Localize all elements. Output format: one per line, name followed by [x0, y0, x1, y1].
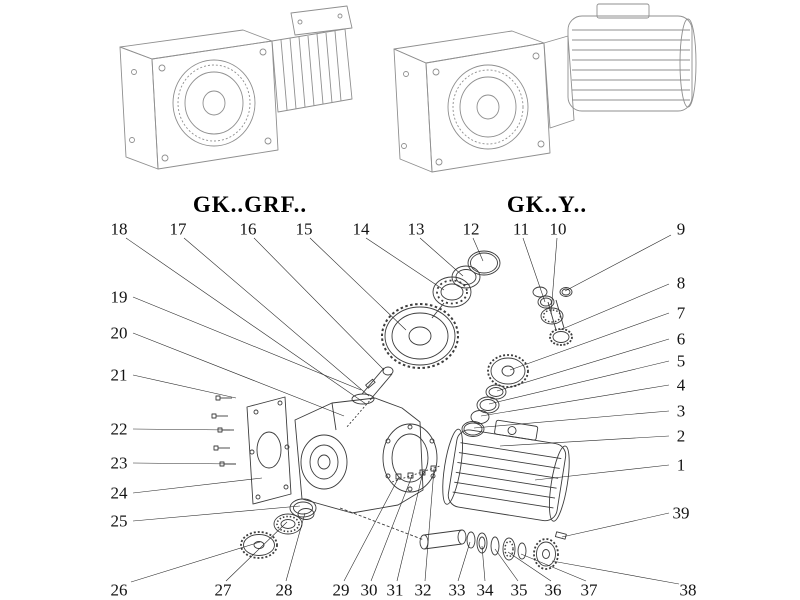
part-number-21: 21	[110, 365, 128, 385]
part-number-24: 24	[110, 483, 128, 503]
leader-line-9	[564, 234, 672, 292]
part-number-20: 20	[110, 323, 128, 343]
leader-line-3	[473, 410, 670, 429]
leader-line-24	[132, 477, 263, 494]
part-number-36: 36	[544, 580, 562, 600]
leader-line-5	[488, 360, 670, 405]
assembled-view-gkgrf	[119, 5, 353, 170]
part-number-28: 28	[275, 580, 293, 600]
part-number-9: 9	[676, 219, 686, 239]
leader-line-16	[253, 237, 385, 371]
pinion-stack	[532, 286, 573, 346]
part-number-38: 38	[679, 580, 697, 600]
leader-line-31	[396, 471, 424, 582]
assembled-view-gky	[393, 3, 697, 173]
leader-line-33	[457, 541, 471, 582]
motor-mount-parts	[391, 465, 441, 483]
leader-line-25	[132, 505, 301, 522]
part-number-4: 4	[676, 375, 686, 395]
leader-line-26	[130, 541, 261, 583]
part-number-13: 13	[407, 219, 425, 239]
leader-line-22	[132, 428, 231, 431]
leader-line-17	[183, 237, 370, 397]
leader-line-2	[499, 435, 670, 447]
part-number-7: 7	[676, 303, 686, 323]
part-number-35: 35	[510, 580, 528, 600]
leader-line-35	[494, 548, 519, 582]
part-number-14: 14	[352, 219, 370, 239]
part-number-22: 22	[110, 419, 128, 439]
part-number-16: 16	[239, 219, 257, 239]
leader-line-19	[132, 296, 362, 391]
output-shaft-assembly	[339, 507, 567, 570]
leader-line-34	[481, 545, 486, 582]
leader-line-27	[225, 521, 288, 582]
leader-line-8	[559, 283, 670, 331]
leader-line-28	[285, 512, 306, 582]
part-number-2: 2	[676, 426, 686, 446]
part-number-31: 31	[386, 580, 404, 600]
gear-housing	[294, 393, 438, 514]
flange-bolts	[211, 395, 236, 467]
part-number-10: 10	[549, 219, 567, 239]
part-number-5: 5	[676, 351, 686, 371]
leader-line-21	[132, 374, 237, 399]
part-number-23: 23	[110, 453, 128, 473]
part-number-34: 34	[476, 580, 494, 600]
leader-line-14	[365, 237, 445, 291]
model-label-gky: GK..Y..	[506, 192, 588, 217]
part-number-11: 11	[512, 219, 530, 239]
leader-line-32	[424, 468, 435, 582]
part-number-12: 12	[462, 219, 480, 239]
leader-line-39	[561, 512, 670, 538]
leader-line-20	[132, 332, 345, 417]
leader-line-36	[507, 551, 552, 582]
part-number-1: 1	[676, 455, 686, 475]
part-number-25: 25	[110, 511, 128, 531]
leader-line-18	[125, 237, 367, 405]
part-number-37: 37	[580, 580, 598, 600]
leader-line-37	[520, 553, 587, 582]
leader-line-7	[509, 312, 670, 371]
part-number-29: 29	[332, 580, 350, 600]
leader-lines	[125, 234, 680, 585]
part-number-27: 27	[214, 580, 232, 600]
part-number-32: 32	[414, 580, 432, 600]
exploded-view	[211, 250, 573, 570]
leader-line-6	[496, 338, 670, 392]
part-number-3: 3	[676, 401, 686, 421]
part-number-33: 33	[448, 580, 466, 600]
part-number-18: 18	[110, 219, 128, 239]
leader-line-38	[551, 560, 680, 585]
part-number-15: 15	[295, 219, 313, 239]
leader-line-13	[419, 237, 464, 277]
leader-line-4	[480, 384, 670, 417]
part-number-39: 39	[672, 503, 690, 523]
leader-line-10	[550, 237, 558, 315]
leader-line-11	[522, 237, 546, 303]
input-gear-stack	[361, 250, 501, 401]
leader-line-1	[534, 464, 670, 481]
model-label-gkgrf: GK..GRF..	[192, 192, 308, 217]
part-number-26: 26	[110, 580, 128, 600]
flange-plate	[246, 396, 292, 505]
leader-line-15	[309, 237, 407, 331]
electric-motor	[442, 419, 570, 522]
part-number-8: 8	[676, 273, 686, 293]
part-number-6: 6	[676, 329, 686, 349]
leader-line-29	[343, 476, 400, 582]
part-number-19: 19	[110, 287, 128, 307]
intermediate-gear-stack	[461, 354, 529, 437]
leader-line-23	[132, 462, 237, 465]
leader-line-12	[472, 237, 484, 262]
part-number-17: 17	[169, 219, 187, 239]
part-number-30: 30	[360, 580, 378, 600]
leader-line-30	[370, 475, 413, 582]
